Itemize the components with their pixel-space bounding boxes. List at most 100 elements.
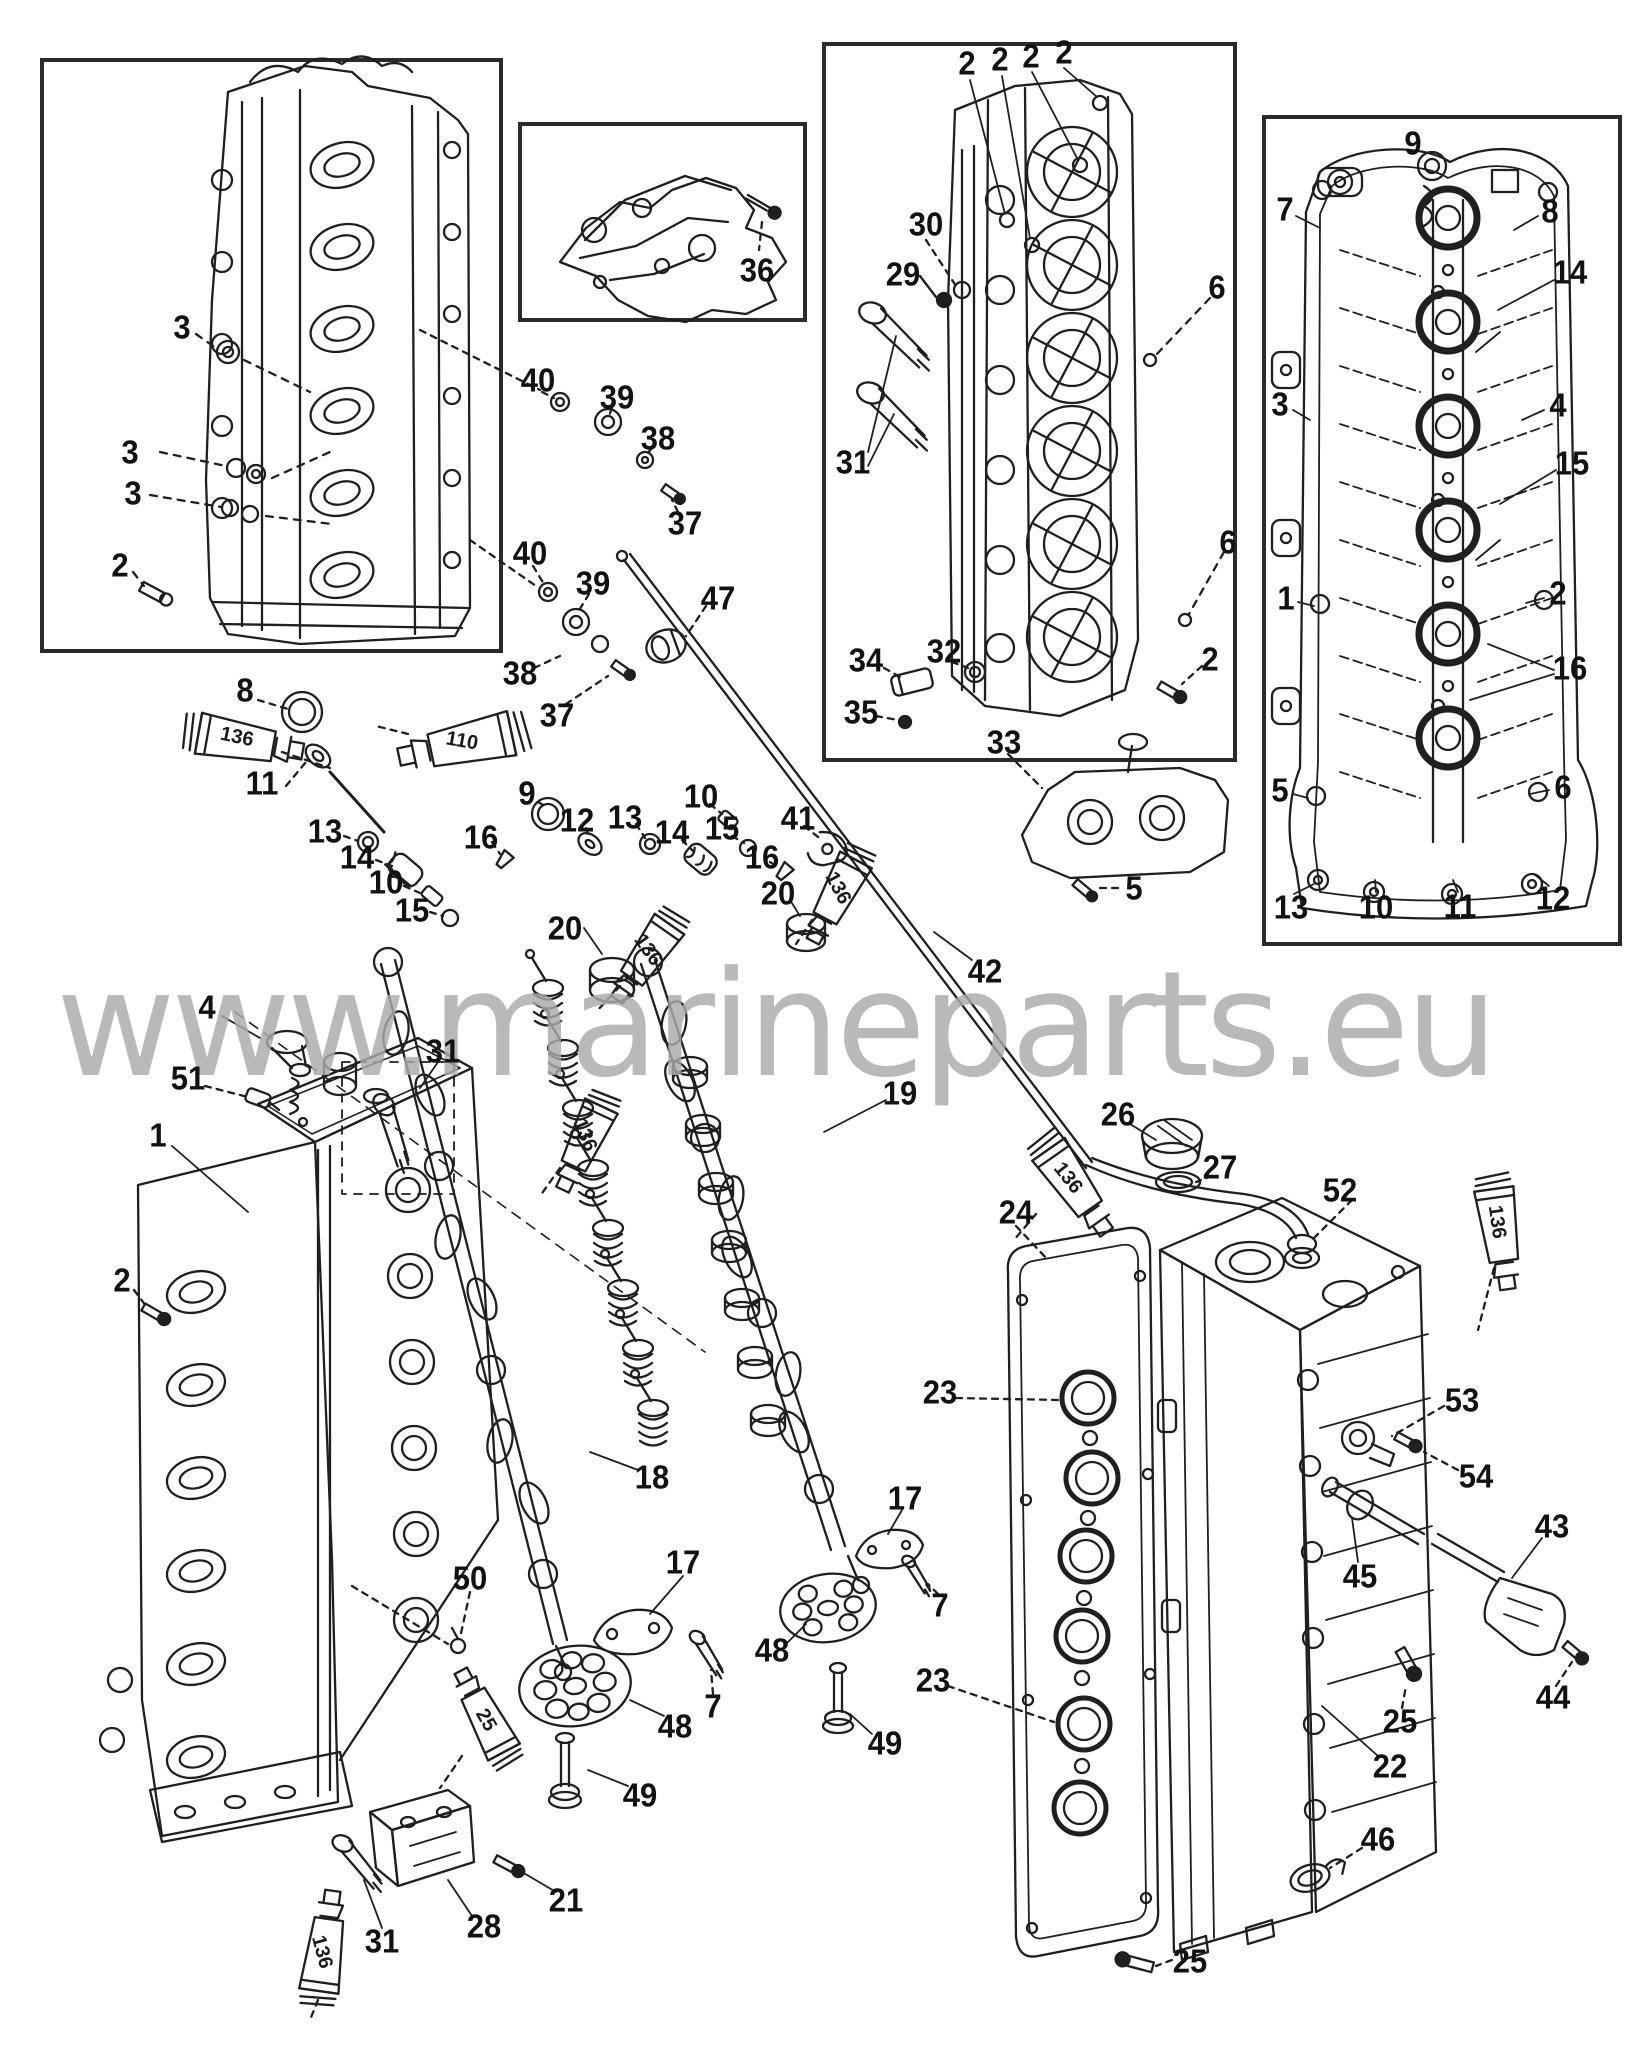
part-callout-2: 2 [1201,640,1219,678]
part-callout-7: 7 [931,1586,949,1624]
part-callout-4: 4 [1549,386,1567,424]
part-callout-7: 7 [704,1687,722,1725]
part-callout-48: 48 [754,1631,790,1669]
part-callout-9: 9 [1404,124,1422,162]
adapter-plate-drawing [1022,734,1228,903]
part-callout-13: 13 [1273,888,1309,926]
camshafts-and-valves-drawing [352,948,943,1808]
part-callout-35: 35 [843,693,879,731]
part-callout-6: 6 [1208,268,1226,306]
part-callout-47: 47 [700,579,736,617]
watermark: www.marineparts.eu [56,940,1498,1110]
part-callout-40: 40 [520,361,556,399]
part-callout-15: 15 [1554,444,1590,482]
part-callout-1: 1 [149,1116,167,1154]
part-callout-39: 39 [599,378,635,416]
inset-powerhead-overview-frame [518,122,807,322]
part-callout-22: 22 [1372,1747,1408,1785]
part-callout-2: 2 [111,546,129,584]
part-callout-2: 2 [113,1261,131,1299]
part-callout-11: 11 [245,764,279,802]
part-callout-11: 11 [1443,887,1477,925]
part-callout-16: 16 [744,838,780,876]
part-callout-23: 23 [922,1373,958,1411]
part-callout-6: 6 [1219,523,1237,561]
part-callout-2: 2 [1055,33,1073,71]
part-callout-49: 49 [867,1724,903,1762]
part-callout-25: 25 [1382,1702,1418,1740]
part-callout-12: 12 [1535,879,1571,917]
part-callout-54: 54 [1458,1457,1494,1495]
part-callout-43: 43 [1534,1507,1570,1545]
part-callout-7: 7 [1276,190,1294,228]
sealant-tube-label-110: 110 [444,727,480,755]
sealant-tubes-drawing [178,706,1529,2020]
part-callout-23: 23 [915,1661,951,1699]
part-callout-2: 2 [991,40,1009,78]
part-callout-1: 1 [1277,579,1295,617]
part-callout-49: 49 [622,1776,658,1814]
part-callout-31: 31 [835,443,871,481]
part-callout-28: 28 [466,1907,502,1945]
part-callout-8: 8 [1541,192,1559,230]
part-callout-16: 16 [1552,649,1588,687]
part-callout-30: 30 [908,205,944,243]
part-callout-37: 37 [539,696,575,734]
sealant-tube-label-136: 136 [1483,1203,1511,1241]
part-callout-2: 2 [1549,574,1567,612]
part-callout-53: 53 [1444,1381,1480,1419]
cylinder-head-drawing [100,1016,498,1842]
part-callout-25: 25 [1172,1942,1208,1980]
part-callout-10: 10 [683,777,719,815]
part-callout-20: 20 [760,874,796,912]
part-callout-14: 14 [339,838,375,876]
part-callout-40: 40 [512,534,548,572]
part-callout-50: 50 [452,1559,488,1597]
part-callout-42: 42 [967,952,1003,990]
camshaft-seal-parts-drawing [0,0,706,704]
part-callout-10: 10 [1358,888,1394,926]
part-callout-29: 29 [885,255,921,293]
part-callout-2: 2 [1022,37,1040,75]
valve-cover-drawing [1114,1119,1590,1974]
part-callout-13: 13 [307,812,343,850]
part-callout-21: 21 [548,1881,584,1919]
part-callout-16: 16 [463,818,499,856]
part-callout-14: 14 [1552,253,1588,291]
part-callout-15: 15 [704,809,740,847]
part-callout-14: 14 [654,813,690,851]
part-callout-12: 12 [559,801,595,839]
part-callout-10: 10 [368,863,404,901]
part-callout-13: 13 [607,798,643,836]
part-callout-5: 5 [1125,869,1143,907]
part-callout-17: 17 [887,1479,923,1517]
lifting-bracket-drawing [319,1790,556,1928]
part-callout-3: 3 [1271,385,1289,423]
part-callout-46: 46 [1360,1820,1396,1858]
part-callout-51: 51 [170,1059,206,1097]
part-callout-31: 31 [364,1922,400,1960]
part-callout-38: 38 [502,654,538,692]
part-callout-3: 3 [121,433,139,471]
inset-valve-cover-frame [1262,115,1622,946]
part-callout-34: 34 [848,641,884,679]
part-callout-48: 48 [657,1707,693,1745]
part-callout-26: 26 [1100,1095,1136,1133]
part-callout-41: 41 [780,799,816,837]
inset-head-port-side-frame [822,42,1237,762]
part-callout-6: 6 [1554,768,1572,806]
part-callout-37: 37 [667,504,703,542]
part-callout-45: 45 [1342,1557,1378,1595]
part-callout-2: 2 [958,44,976,82]
part-callout-31: 31 [425,1032,461,1070]
part-callout-52: 52 [1322,1171,1358,1209]
valve-cover-inset-drawing [1272,149,1597,918]
valve-components-drawing [235,551,1319,1352]
part-callout-27: 27 [1202,1148,1238,1186]
part-callout-44: 44 [1535,1678,1571,1716]
part-callout-8: 8 [236,671,254,709]
part-callout-36: 36 [739,251,775,289]
part-callout-38: 38 [640,419,676,457]
powerhead-overview-drawing [560,176,786,322]
